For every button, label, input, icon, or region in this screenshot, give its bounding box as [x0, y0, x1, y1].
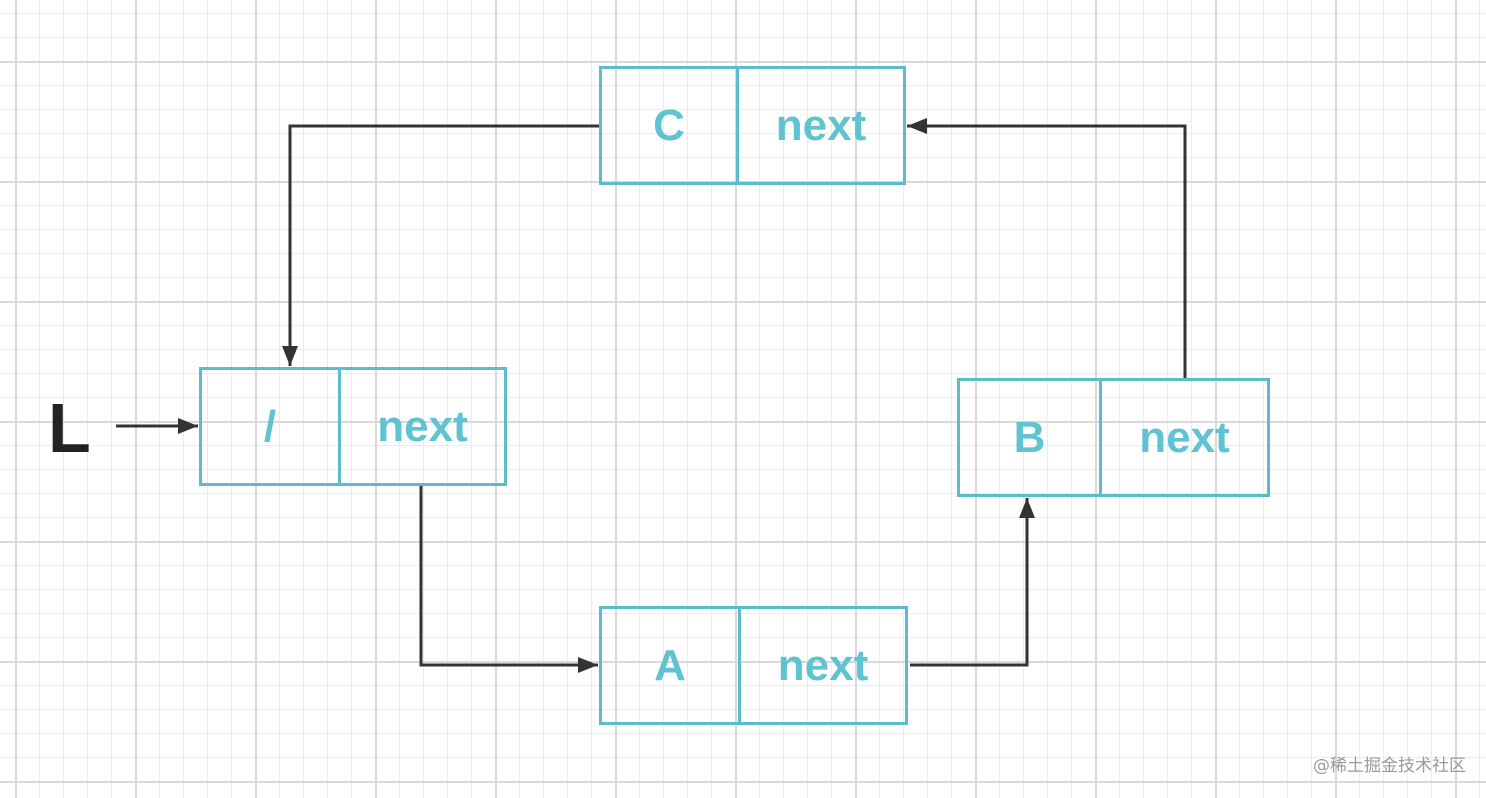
- node-a-next: next: [777, 640, 869, 690]
- watermark: @稀土掘金技术社区: [1313, 756, 1466, 776]
- node-c: C next: [599, 66, 906, 185]
- arrow-c-to-head: [282, 124, 599, 366]
- head-pointer-label: L: [48, 389, 91, 467]
- node-a: A next: [599, 606, 908, 725]
- node-a-data: A: [602, 609, 741, 722]
- node-head-data: /: [202, 370, 341, 483]
- node-b-next: next: [1139, 412, 1230, 462]
- node-b: B next: [957, 378, 1270, 497]
- arrow-a-to-b: [910, 498, 1035, 667]
- node-c-next: next: [775, 100, 867, 150]
- node-c-data: C: [602, 69, 739, 182]
- arrow-head-to-a: [419, 485, 598, 673]
- node-head-next: next: [377, 401, 468, 451]
- node-head: / next: [199, 367, 507, 486]
- arrow-b-to-c: [907, 118, 1187, 379]
- node-b-data: B: [960, 381, 1102, 494]
